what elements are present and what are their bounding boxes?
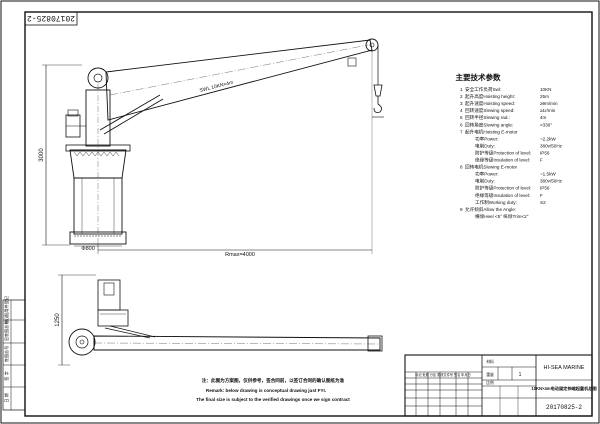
rmax-dimension: Rmax=4000 bbox=[225, 252, 255, 258]
spec-label: 绝缘等级Insulation of level: bbox=[475, 157, 530, 164]
header-revision-labels: 标记 处数 分区 更改文件号 签名 年月日 bbox=[415, 372, 470, 377]
spec-label: 回转速度Slewing speed: bbox=[465, 107, 515, 114]
title-block: 标记 处数 分区 更改文件号 签名 年月日 材料 重量 1 比例 HI-SEA … bbox=[404, 354, 597, 417]
remark-chinese: 注：此图为方案图，仅供参考，签合同前，以签订合同的确认图纸为准 bbox=[202, 377, 345, 384]
label-material: 材料 bbox=[486, 359, 494, 364]
drawing-number: 20170825-2 bbox=[546, 404, 582, 411]
spec-label: 起升速度Hoisting speed: bbox=[465, 100, 515, 107]
spec-label: 功率Power: bbox=[475, 135, 499, 142]
top-drawing-number: 20170825-2 bbox=[27, 13, 75, 22]
spec-label: 防护等级Protection of level: bbox=[475, 185, 531, 192]
specs-title: 主要技术参数 bbox=[456, 72, 501, 82]
spec-label: 起升电机Hoisting E-motor bbox=[465, 128, 518, 135]
height-dimension: 3000 bbox=[39, 148, 45, 162]
spec-value: 25m bbox=[540, 94, 549, 99]
left-registration-strip: 借(通)用件登记 旧底图总号 底图总号 签 字 日 期 bbox=[2, 295, 26, 411]
spec-label: 回转电机Slewing E-motor bbox=[465, 164, 518, 171]
spec-value: ≥1r/min bbox=[540, 108, 556, 113]
spec-value: IP56 bbox=[540, 150, 550, 155]
spec-value: F bbox=[540, 193, 543, 198]
company-name: HI-SEA MARINE bbox=[544, 365, 585, 371]
label-scale: 比例 bbox=[486, 380, 494, 385]
spec-number: 1 bbox=[460, 87, 463, 92]
spec-label: 横倾Heel <5° 纵倾Trim<2° bbox=[475, 213, 529, 220]
spec-label: 绝缘等级Insulation of level: bbox=[475, 192, 530, 199]
spec-value: ≥9m/min bbox=[540, 101, 558, 106]
strip-label-2: 旧底图总号 bbox=[3, 321, 10, 342]
spec-number: 8 bbox=[460, 165, 463, 170]
spec-value: 380v/50Hz bbox=[540, 179, 563, 184]
spec-label: 电制Duty: bbox=[475, 142, 495, 149]
spec-number: 9 bbox=[460, 207, 463, 212]
spec-value: 4m bbox=[540, 115, 547, 120]
spec-value: IP56 bbox=[540, 186, 550, 191]
spec-value: 380v/50Hz bbox=[540, 143, 563, 148]
strip-label-3: 底图总号 bbox=[3, 346, 10, 363]
crane-plan-view: 1250 bbox=[55, 274, 383, 366]
quantity-value: 1 bbox=[519, 372, 522, 378]
spec-value: <330° bbox=[540, 122, 552, 127]
spec-number: 3 bbox=[460, 101, 463, 106]
spec-value: S2 bbox=[540, 200, 546, 205]
drawing-title: 10KN×4m电动固定伸缩起重机总图 bbox=[531, 385, 596, 392]
spec-label: 防护等级Protection of level: bbox=[475, 149, 531, 156]
spec-number: 6 bbox=[460, 122, 463, 127]
spec-number: 7 bbox=[460, 129, 463, 134]
strip-label-1: 借(通)用件登记 bbox=[3, 295, 10, 324]
remark-english-2: The final size is subject to the verifie… bbox=[196, 397, 350, 402]
spec-label: 回转角度Slewing angle: bbox=[465, 121, 513, 128]
strip-label-4: 签 字 bbox=[3, 371, 9, 381]
label-weight: 重量 bbox=[486, 372, 494, 377]
spec-label: 允许倾斜Allow the Angle: bbox=[465, 206, 516, 213]
spec-value: ~2.2kW bbox=[540, 136, 556, 141]
spec-number: 4 bbox=[460, 108, 463, 113]
spec-label: 电制Duty: bbox=[475, 178, 495, 185]
strip-label-5: 日 期 bbox=[4, 393, 10, 403]
remarks: 注：此图为方案图，仅供参考，签合同前，以签订合同的确认图纸为准 Remark: … bbox=[196, 377, 350, 402]
spec-label: 起升高度Hoisting height: bbox=[465, 93, 515, 100]
spec-label: 功率Power: bbox=[475, 171, 499, 178]
boom-swl-label: SWL 10KN×4m bbox=[199, 80, 234, 94]
spec-number: 2 bbox=[460, 94, 463, 99]
spec-value: ~1.5kW bbox=[540, 172, 556, 177]
spec-label: 工作制Working duty: bbox=[475, 199, 517, 206]
crane-side-view: 3000 SWL 10KN×4m bbox=[39, 38, 384, 258]
spec-label: 安全工作负荷Swl: bbox=[465, 86, 501, 93]
inner-frame bbox=[24, 11, 593, 417]
spec-value: F bbox=[540, 158, 543, 163]
base-diameter-dimension: Φ800 bbox=[81, 246, 95, 252]
top-drawing-number-box: 20170825-2 bbox=[24, 11, 78, 26]
depth-dimension: 1250 bbox=[55, 313, 61, 327]
remark-english-1: Remark: below drawing is conceptual draw… bbox=[206, 388, 326, 393]
spec-number: 5 bbox=[460, 115, 463, 120]
spec-label: 回转半径Slewing rad.: bbox=[465, 114, 510, 121]
spec-value: 10KN bbox=[540, 87, 552, 92]
